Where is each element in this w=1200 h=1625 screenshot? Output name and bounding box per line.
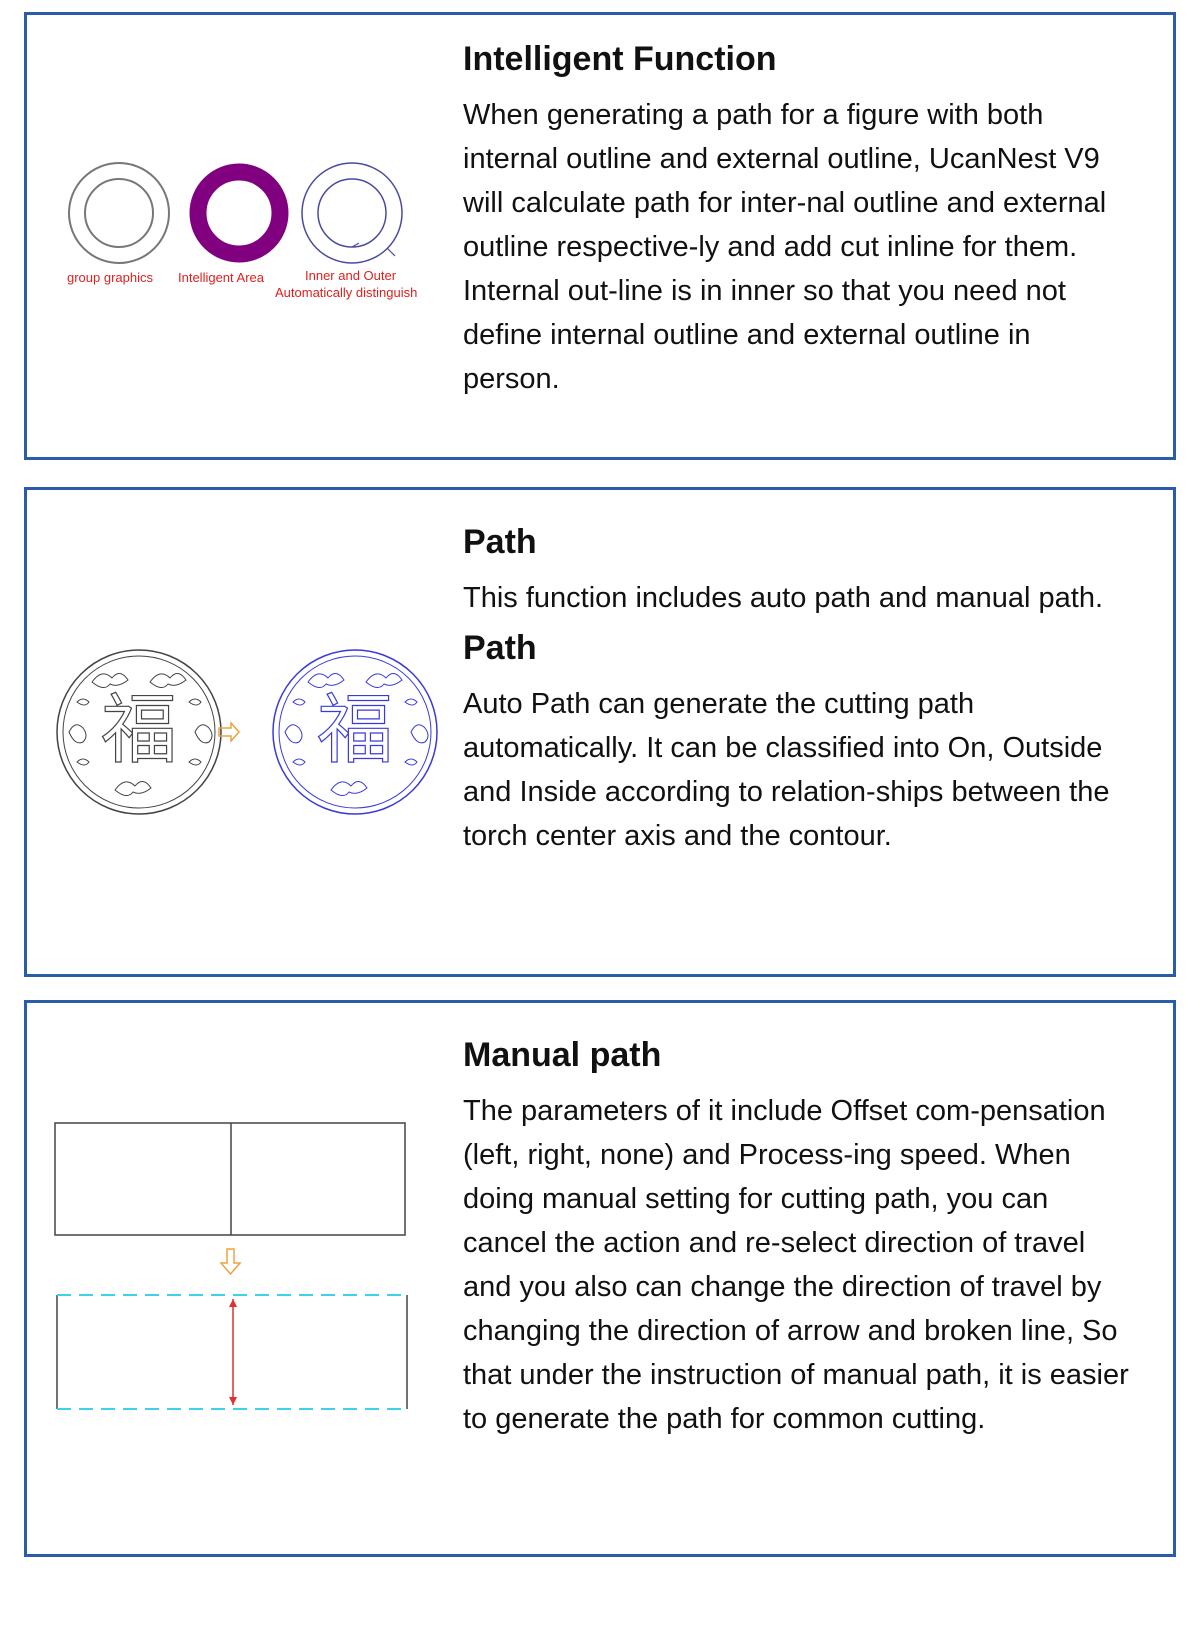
label-intelligent-area: Intelligent Area [178, 270, 265, 285]
glyph-right: 福 [317, 688, 393, 773]
section-title: Manual path [463, 1036, 662, 1074]
medallion-path: 福 [272, 649, 438, 815]
manual-path-figure [54, 1122, 409, 1410]
intelligent-function-text: Intelligent Function When generating a p… [463, 37, 1133, 401]
intelligent-area-ring [189, 163, 289, 263]
group-inner-circle [84, 178, 154, 248]
source-rectangle [54, 1122, 406, 1236]
manual-path-text: Manual path The parameters of it include… [463, 1033, 1133, 1441]
section-title: Intelligent Function [463, 40, 777, 78]
right-arrow-icon [218, 721, 241, 743]
label-group-graphics: group graphics [67, 270, 153, 285]
arrow-head-up-icon [229, 1299, 237, 1307]
inner-outer-outer-circle [301, 162, 403, 264]
outer-lead-in-line [386, 247, 396, 257]
label-automatically-distinguish: Automatically distinguish [275, 285, 417, 300]
section-body: When generating a path for a figure with… [463, 99, 1107, 395]
path-figure: 福 福 [56, 649, 438, 815]
inner-outer-inner-circle [317, 178, 387, 248]
section-body: The parameters of it include Offset com-… [463, 1095, 1129, 1435]
medallion-original: 福 [56, 649, 222, 815]
arrow-head-down-icon [229, 1397, 237, 1405]
label-inner-and-outer: Inner and Outer [305, 268, 397, 283]
path-text: Path This function includes auto path an… [463, 520, 1133, 858]
section-body: This function includes auto path and man… [463, 582, 1104, 614]
down-arrow-icon [219, 1248, 242, 1276]
glyph-left: 福 [101, 688, 177, 773]
panel-path: 福 福 Path This function includes auto pat… [24, 487, 1176, 977]
section-title: Path [463, 523, 537, 561]
inner-lead-in-line [351, 242, 360, 248]
section-body-2: Auto Path can generate the cutting path … [463, 688, 1110, 852]
intelligent-function-figure: group graphics Intelligent Area Inner an… [67, 162, 417, 300]
group-outer-circle [68, 162, 170, 264]
section-subtitle: Path [463, 629, 537, 667]
panel-manual-path: Manual path The parameters of it include… [24, 1000, 1176, 1557]
panel-intelligent-function: group graphics Intelligent Area Inner an… [24, 12, 1176, 460]
